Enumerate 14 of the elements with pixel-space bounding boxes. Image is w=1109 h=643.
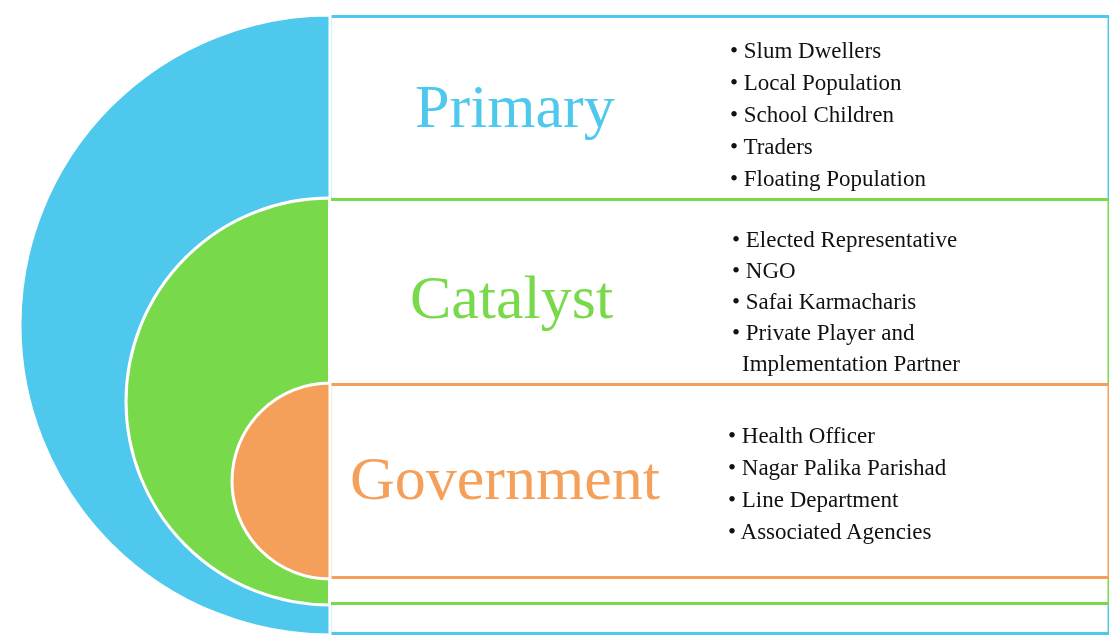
bullet-item: • Local Population: [730, 69, 902, 97]
bullet-item: • Safai Karmacharis: [732, 288, 917, 316]
tier-heading: Government: [350, 447, 660, 509]
bullet-item: • Health Officer: [728, 422, 875, 450]
bullet-item: • Associated Agencies: [728, 518, 932, 546]
bullet-item: • Private Player and Implementation Partner: [732, 319, 961, 378]
bullet-item: • Line Department: [728, 486, 899, 514]
bullet-item: • Traders: [730, 133, 813, 161]
bullet-item: • Floating Population: [730, 165, 926, 193]
bullet-item: • School Children: [730, 101, 894, 129]
bullet-item: • Nagar Palika Parishad: [728, 454, 947, 482]
bullet-item: • Elected Representative: [732, 226, 958, 254]
bullet-item: • Slum Dwellers: [730, 37, 882, 65]
bullet-item: • NGO: [732, 257, 796, 285]
